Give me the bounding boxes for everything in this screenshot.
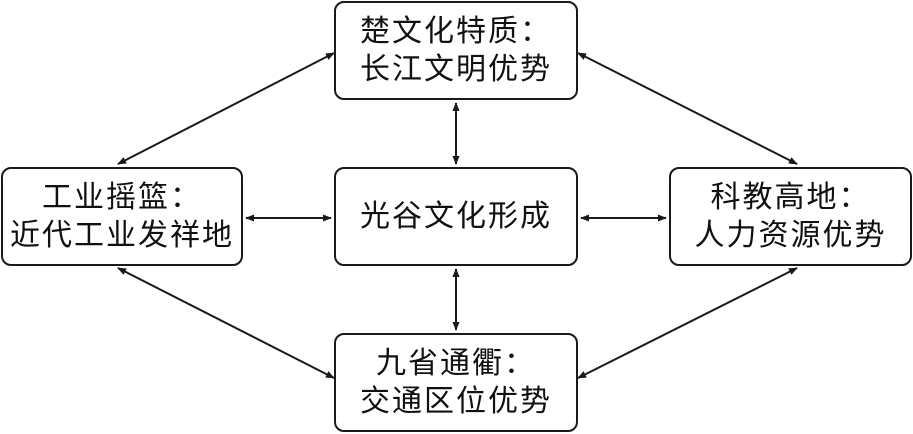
- node-science-education-highland-line1: 科教高地：: [710, 179, 871, 215]
- node-industrial-cradle-line1: 工业摇篮：: [42, 179, 202, 215]
- node-nine-provinces-thoroughfare-line2: 交通区位优势: [360, 383, 552, 419]
- arrow-bottom-left: [117, 267, 335, 379]
- node-industrial-cradle: 工业摇篮： 近代工业发祥地: [1, 167, 243, 266]
- node-industrial-cradle-line2: 近代工业发祥地: [10, 217, 234, 253]
- arrow-bottom-right: [577, 267, 798, 379]
- node-chu-culture-line2: 长江文明优势: [360, 51, 552, 87]
- node-optics-valley-culture-line1: 光谷文化形成: [360, 198, 552, 234]
- node-chu-culture: 楚文化特质： 长江文明优势: [334, 1, 578, 100]
- node-science-education-highland-line2: 人力资源优势: [694, 217, 887, 253]
- node-nine-provinces-thoroughfare: 九省通衢： 交通区位优势: [334, 333, 578, 432]
- node-nine-provinces-thoroughfare-line1: 九省通衢：: [376, 345, 536, 381]
- node-science-education-highland: 科教高地： 人力资源优势: [669, 167, 912, 266]
- node-chu-culture-line1: 楚文化特质：: [360, 13, 552, 49]
- node-optics-valley-culture: 光谷文化形成: [334, 167, 578, 266]
- arrow-top-right: [577, 52, 798, 165]
- arrow-top-left: [117, 52, 335, 165]
